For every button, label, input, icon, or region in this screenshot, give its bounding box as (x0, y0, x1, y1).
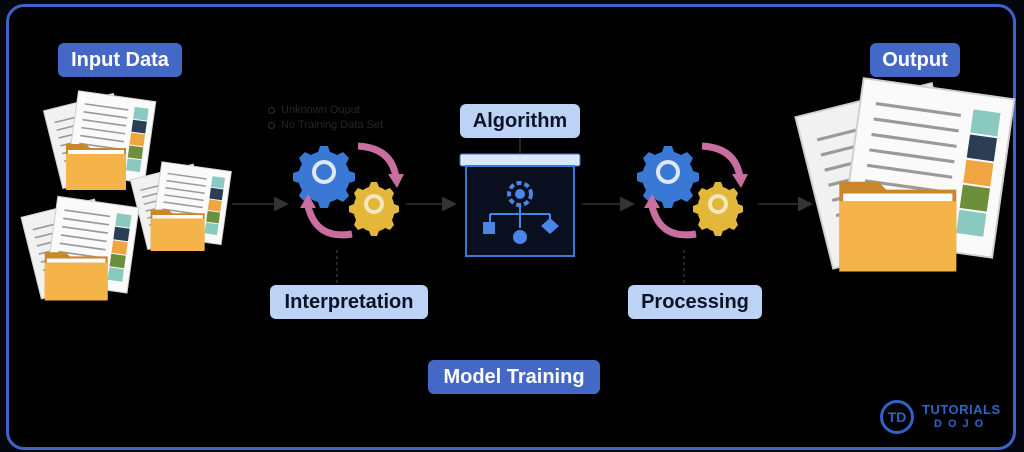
brand-logo: TD TUTORIALS DOJO (880, 400, 1001, 434)
output-document-icon (793, 76, 1016, 274)
processing-gears-icon (637, 146, 748, 236)
algorithm-label: Algorithm (460, 104, 580, 138)
brand-line-2: DOJO (934, 418, 990, 430)
output-label: Output (870, 43, 960, 77)
model-training-label: Model Training (428, 360, 600, 394)
note-item: No Training Data Set (268, 118, 383, 133)
input-document-icon-1 (42, 90, 157, 191)
notes-list: Unknown Ouput No Training Data Set (268, 103, 383, 133)
input-data-label: Input Data (58, 43, 182, 77)
interpretation-label: Interpretation (270, 285, 428, 319)
note-item: Unknown Ouput (268, 103, 383, 118)
td-logo-icon: TD (880, 400, 914, 434)
brand-line-1: TUTORIALS (922, 402, 1001, 417)
input-document-icon-3 (20, 195, 140, 302)
algorithm-board-icon (459, 153, 581, 257)
processing-label: Processing (628, 285, 762, 319)
bullet-icon (268, 122, 275, 129)
bullet-icon (268, 107, 275, 114)
interpretation-gears-icon (293, 146, 404, 236)
